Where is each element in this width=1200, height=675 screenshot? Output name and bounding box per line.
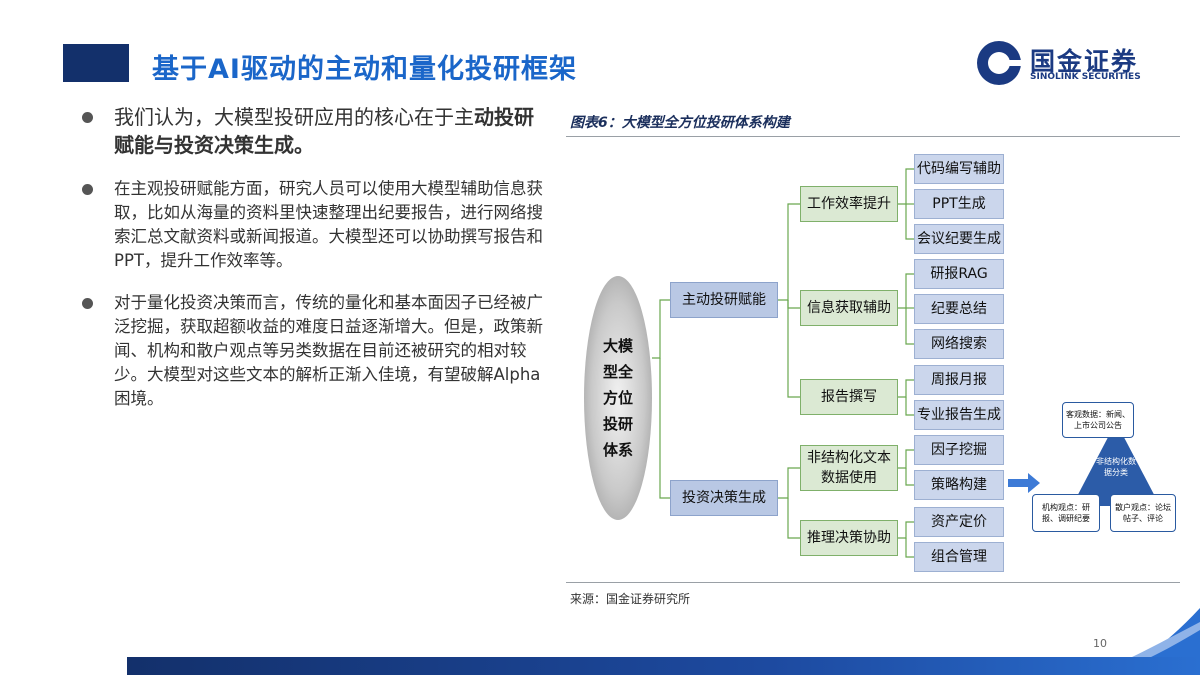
level3-node: 专业报告生成: [914, 400, 1004, 430]
level3-node: 会议纪要生成: [914, 224, 1004, 254]
figure-divider-top: [566, 136, 1180, 137]
bullet-item: 我们认为，大模型投研应用的核心在于主动投研赋能与投资决策生成。: [80, 103, 550, 159]
level3-node: 策略构建: [914, 470, 1004, 500]
bullet-dot-icon: [82, 112, 93, 123]
level2-node: 报告撰写: [800, 379, 898, 415]
level3-node: 纪要总结: [914, 294, 1004, 324]
arrow-right-icon: [1008, 473, 1040, 493]
level2-node: 非结构化文本数据使用: [800, 445, 898, 491]
triangle-top-box: 客观数据：新闻、上市公司公告: [1062, 402, 1134, 438]
framework-diagram: 大模型全方位投研体系 主动投研赋能 投资决策生成 工作效率提升 信息获取辅助 报…: [570, 140, 1182, 580]
level3-node: 因子挖掘: [914, 435, 1004, 465]
page-number: 10: [1093, 637, 1107, 650]
bullet-dot-icon: [82, 298, 93, 309]
level2-node: 工作效率提升: [800, 186, 898, 222]
bullet-dot-icon: [82, 184, 93, 195]
bullet-item: 在主观投研赋能方面，研究人员可以使用大模型辅助信息获取，比如从海量的资料里快速整…: [80, 177, 550, 273]
bullet-list: 我们认为，大模型投研应用的核心在于主动投研赋能与投资决策生成。 在主观投研赋能方…: [80, 103, 550, 429]
bullet-text: 我们认为，大模型投研应用的核心在于主: [114, 105, 474, 129]
triangle-shape: [1072, 422, 1160, 506]
figure-divider-bottom: [566, 582, 1180, 583]
footer-bar: [127, 657, 1200, 675]
bullet-item: 对于量化投资决策而言，传统的量化和基本面因子已经被广泛挖掘，获取超额收益的难度日…: [80, 291, 550, 411]
level3-node: 研报RAG: [914, 259, 1004, 289]
figure-source: 来源：国金证券研究所: [570, 592, 691, 606]
level3-node: 资产定价: [914, 507, 1004, 537]
level3-node: 组合管理: [914, 542, 1004, 572]
root-label: 大模型全方位投研体系: [602, 337, 633, 459]
level3-node: 网络搜索: [914, 329, 1004, 359]
logo-chinese-name: 国金证券: [1030, 47, 1139, 76]
title-accent-block: [63, 44, 129, 82]
bullet-text: 在主观投研赋能方面，研究人员可以使用大模型辅助信息获取，比如从海量的资料里快速整…: [114, 179, 543, 270]
logo-english-name: SINOLINK SECURITIES: [1030, 72, 1141, 82]
level1-node: 主动投研赋能: [670, 282, 778, 318]
level3-node: 代码编写辅助: [914, 154, 1004, 184]
root-oval: 大模型全方位投研体系: [584, 276, 652, 520]
triangle-right-box: 散户观点：论坛帖子、评论: [1110, 494, 1176, 532]
company-logo: 国金证券 SINOLINK SECURITIES: [976, 40, 1176, 86]
diagram-connectors: [652, 168, 1160, 558]
level3-node: PPT生成: [914, 189, 1004, 219]
level2-node: 信息获取辅助: [800, 290, 898, 326]
level3-node: 周报月报: [914, 365, 1004, 395]
bullet-text: 对于量化投资决策而言，传统的量化和基本面因子已经被广泛挖掘，获取超额收益的难度日…: [114, 293, 543, 408]
sinolink-logo-icon: [977, 41, 1022, 85]
level2-node: 推理决策协助: [800, 520, 898, 556]
level1-node: 投资决策生成: [670, 480, 778, 516]
figure-title: 图表6：大模型全方位投研体系构建: [570, 115, 790, 131]
bullet-text-bold: 动投研赋能与投资决策生成。: [114, 105, 534, 157]
triangle-center-label: 非结构化数据分类: [1096, 457, 1136, 477]
triangle-left-box: 机构观点：研报、调研纪要: [1032, 494, 1100, 532]
page-title: 基于AI驱动的主动和量化投研框架: [152, 54, 577, 85]
